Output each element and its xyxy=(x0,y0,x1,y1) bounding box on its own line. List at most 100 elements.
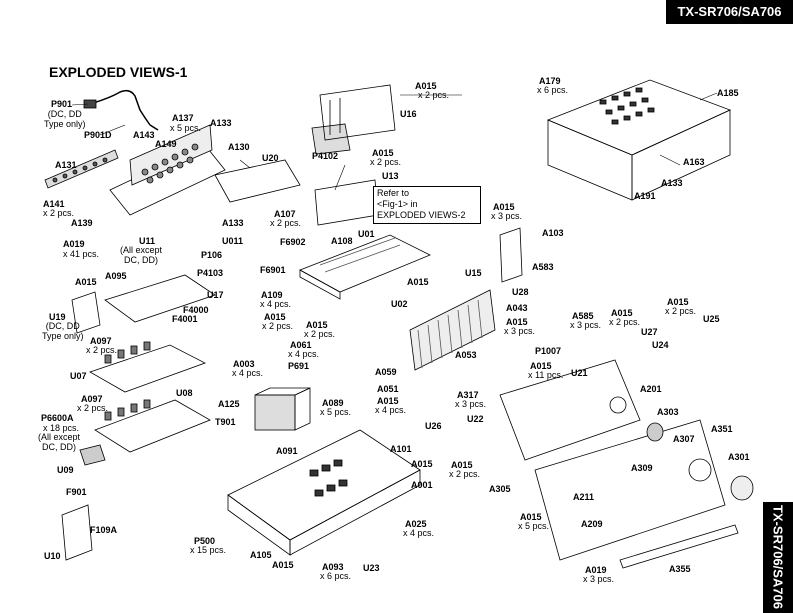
label-a097-2-qty: x 2 pcs. xyxy=(77,403,109,413)
label-u28: U28 xyxy=(512,287,529,297)
leader-lines xyxy=(71,92,718,191)
label-a059: A059 xyxy=(375,367,397,377)
label-a583: A583 xyxy=(532,262,554,272)
label-a061-qty: x 4 pcs. xyxy=(288,349,320,359)
label-a095: A095 xyxy=(105,271,127,281)
label-u11: U11 xyxy=(139,236,156,246)
label-a015-16-qty: x 5 pcs. xyxy=(518,521,550,531)
label-a131: A131 xyxy=(55,160,77,170)
label-a303: A303 xyxy=(657,407,679,417)
label-a015-3-qty: x 2 pcs. xyxy=(370,157,402,167)
power-cord-part xyxy=(83,89,159,131)
label-a185: A185 xyxy=(717,88,739,98)
label-a089-qty: x 5 pcs. xyxy=(320,407,352,417)
label-u01: U01 xyxy=(358,229,375,239)
label-a103: A103 xyxy=(542,228,564,238)
board-u20 xyxy=(214,159,301,203)
label-u09: U09 xyxy=(57,465,74,475)
label-u17: U17 xyxy=(207,290,224,300)
label-u25: U25 xyxy=(703,314,720,324)
label-a130: A130 xyxy=(228,142,250,152)
label-u19: U19 xyxy=(49,312,66,322)
label-p6600a-note: (All except DC, DD) xyxy=(38,432,81,452)
label-a191: A191 xyxy=(634,191,656,201)
label-a015-14: A015 xyxy=(530,361,552,371)
label-p901d: P901D xyxy=(84,130,112,140)
refer-note-box: Refer to <Fig-1> in EXPLODED VIEWS-2 xyxy=(373,186,481,224)
label-u10: U10 xyxy=(44,551,61,561)
label-a025: A025 xyxy=(405,519,427,529)
board-u16 xyxy=(319,84,396,141)
label-a089: A089 xyxy=(322,398,344,408)
board-u09 xyxy=(79,444,106,466)
label-a001: A001 xyxy=(411,480,433,490)
label-p6600a: P6600A xyxy=(41,413,74,423)
label-p500: P500 xyxy=(194,536,216,546)
label-a585: A585 xyxy=(572,311,594,321)
label-a015-3: A015 xyxy=(372,148,394,158)
label-a133-1: A133 xyxy=(210,118,232,128)
label-a211: A211 xyxy=(573,492,595,502)
label-a015-6: A015 xyxy=(411,459,433,469)
label-a003: A003 xyxy=(233,359,255,369)
terminal-strip-part xyxy=(44,149,119,189)
knob-a301 xyxy=(730,475,754,501)
label-p901: P901 xyxy=(51,99,73,109)
label-u13: U13 xyxy=(382,171,399,181)
label-a201: A201 xyxy=(640,384,662,394)
label-a015-10-qty: x 3 pcs. xyxy=(504,326,536,336)
label-a015-15: A015 xyxy=(451,460,473,470)
label-a015-7: A015 xyxy=(272,560,294,570)
label-a003-qty: x 4 pcs. xyxy=(232,368,264,378)
board-u19 xyxy=(71,291,101,334)
label-a019-2: A019 xyxy=(585,565,607,575)
label-u08: U08 xyxy=(176,388,193,398)
rear-panel-part xyxy=(109,124,226,216)
label-a133-3: A133 xyxy=(661,178,683,188)
label-u19-note: (DC, DD Type only) xyxy=(42,321,84,341)
label-a137: A137 xyxy=(172,113,194,123)
label-a015-5-qty: x 2 pcs. xyxy=(304,329,336,339)
label-a051: A051 xyxy=(377,384,399,394)
label-u22: U22 xyxy=(467,414,484,424)
label-a015-15-qty: x 2 pcs. xyxy=(449,469,481,479)
label-u23: U23 xyxy=(363,563,380,573)
label-a015-2: A015 xyxy=(415,81,437,91)
label-u20: U20 xyxy=(262,153,279,163)
label-a015-1: A015 xyxy=(75,277,97,287)
label-p500-qty: x 15 pcs. xyxy=(190,545,227,555)
label-a043: A043 xyxy=(506,303,528,313)
label-p1007: P1007 xyxy=(535,346,562,356)
label-a097-2: A097 xyxy=(81,394,103,404)
model-side-tab: TX-SR706/SA706 xyxy=(763,502,793,613)
label-p6600a-qty: x 18 pcs. xyxy=(43,423,80,433)
label-a015-4-qty: x 2 pcs. xyxy=(262,321,294,331)
page-title: EXPLODED VIEWS-1 xyxy=(49,64,188,80)
label-a305: A305 xyxy=(489,484,511,494)
label-a301: A301 xyxy=(728,452,750,462)
label-t901: T901 xyxy=(215,417,236,427)
chassis-part xyxy=(227,429,421,556)
label-u24: U24 xyxy=(652,340,669,350)
label-a179-qty: x 6 pcs. xyxy=(537,85,569,95)
label-u26: U26 xyxy=(425,421,442,431)
label-a105: A105 xyxy=(250,550,272,560)
label-u27: U27 xyxy=(641,327,658,337)
label-a019-2-qty: x 3 pcs. xyxy=(583,574,615,584)
board-u08 xyxy=(94,399,211,453)
label-p4103: P4103 xyxy=(197,268,224,278)
board-u13 xyxy=(314,179,379,226)
label-a585-qty: x 3 pcs. xyxy=(570,320,602,330)
label-a053: A053 xyxy=(455,350,477,360)
label-p4102: P4102 xyxy=(312,151,339,161)
label-f901: F901 xyxy=(66,487,87,497)
label-a179: A179 xyxy=(539,76,561,86)
label-a015-13: A015 xyxy=(667,297,689,307)
label-a143: A143 xyxy=(133,130,155,140)
label-a309: A309 xyxy=(631,463,653,473)
label-a097-1-qty: x 2 pcs. xyxy=(86,345,118,355)
label-u02: U02 xyxy=(391,299,408,309)
label-a351: A351 xyxy=(711,424,733,434)
main-board-u01 xyxy=(299,234,431,300)
label-a015-8-qty: x 4 pcs. xyxy=(375,405,407,415)
